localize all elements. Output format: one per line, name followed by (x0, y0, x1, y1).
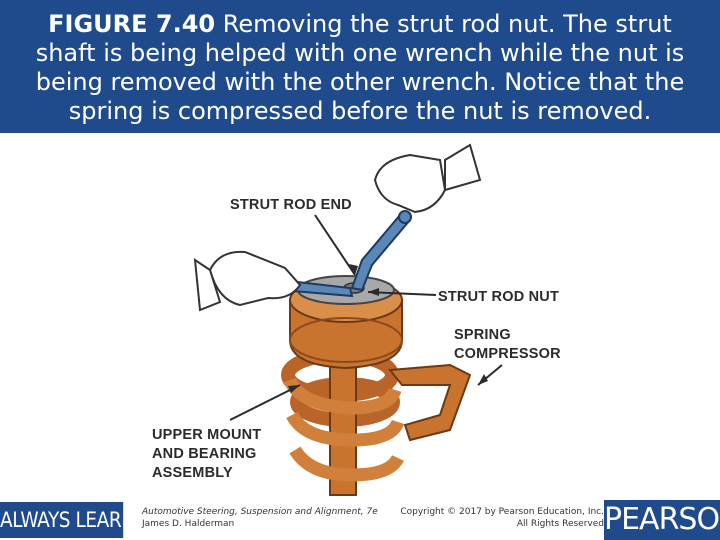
pearson-logo: PEARSON (604, 500, 720, 540)
always-learning-logo: ALWAYS LEARNING (0, 502, 124, 538)
copyright-line-2: All Rights Reserved (516, 519, 604, 529)
label-strut-rod-end: STRUT ROD END (230, 197, 352, 213)
spring-compressor (388, 363, 472, 442)
book-author: James D. Halderman (142, 519, 235, 529)
book-title: Automotive Steering, Suspension and Alig… (142, 507, 378, 517)
hand-lower (208, 250, 302, 307)
slide-title: FIGURE 7.40 Removing the strut rod nut. … (0, 0, 720, 133)
strut-drawing (193, 143, 503, 496)
figure-caption: Removing the strut rod nut. The strut sh… (35, 10, 685, 125)
label-spring-compressor: SPRING COMPRESSOR (454, 327, 561, 362)
hand-upper (373, 153, 447, 214)
book-citation: Automotive Steering, Suspension and Alig… (142, 506, 392, 530)
figure-number: FIGURE 7.40 (48, 10, 216, 38)
label-strut-rod-nut: STRUT ROD NUT (438, 289, 560, 305)
copyright-notice: Copyright © 2017 by Pearson Education, I… (394, 506, 604, 530)
copyright-line-1: Copyright © 2017 by Pearson Education, I… (400, 507, 604, 517)
label-upper-mount: UPPER MOUNT AND BEARING ASSEMBLY (152, 427, 262, 481)
leader-lines (229, 214, 503, 421)
strut-illustration: STRUT ROD END STRUT ROD NUT SPRING COMPR… (140, 140, 580, 500)
wrench-upper (350, 210, 412, 292)
